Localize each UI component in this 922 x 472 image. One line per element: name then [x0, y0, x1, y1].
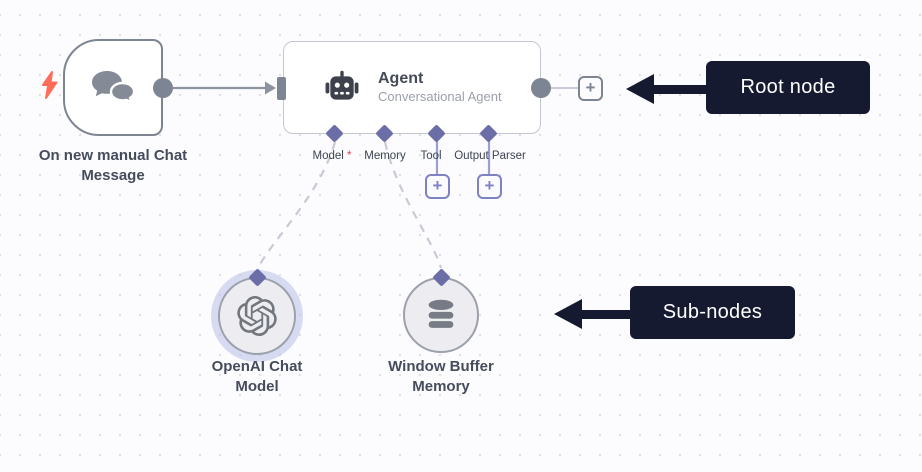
openai-node-label: OpenAI Chat Model — [211, 358, 303, 395]
port-label-model: Model * — [302, 150, 362, 162]
memory-node-label: Window Buffer Memory — [388, 358, 494, 395]
root-node-arrow-head — [626, 74, 654, 104]
root-node-arrow-shaft — [650, 84, 708, 94]
port-label-output-parser: Output Parser — [454, 150, 526, 162]
connection-arrowhead — [265, 81, 276, 95]
robot-icon — [322, 68, 362, 108]
sub-nodes-arrow-head — [554, 299, 582, 329]
agent-node[interactable]: Agent Conversational Agent — [283, 41, 541, 134]
connection-model-dashed[interactable] — [257, 141, 337, 269]
add-tool-button[interactable]: + — [425, 174, 450, 199]
root-node-callout: Root node — [706, 61, 870, 114]
agent-input-port[interactable] — [277, 77, 286, 100]
trigger-node-label: On new manual Chat Message — [38, 147, 188, 184]
agent-output-port[interactable] — [531, 78, 551, 98]
add-node-button[interactable]: + — [578, 76, 603, 101]
port-label-model-text: Model — [312, 150, 344, 162]
port-label-memory: Memory — [364, 150, 406, 162]
agent-node-title: Agent — [378, 70, 424, 88]
add-output-parser-button[interactable]: + — [477, 174, 502, 199]
openai-logo-icon — [237, 296, 277, 337]
trigger-output-port[interactable] — [153, 78, 173, 98]
sub-nodes-arrow-shaft — [578, 309, 632, 319]
agent-node-subtitle: Conversational Agent — [378, 89, 502, 105]
required-asterisk: * — [347, 150, 352, 162]
chat-bubbles-icon — [89, 67, 137, 109]
connection-memory-dashed[interactable] — [383, 141, 443, 269]
trigger-node[interactable] — [63, 39, 163, 136]
window-buffer-memory-node[interactable] — [403, 277, 479, 353]
port-label-tool: Tool — [420, 150, 442, 162]
sub-nodes-callout: Sub-nodes — [630, 286, 795, 339]
openai-chat-model-node[interactable] — [218, 277, 296, 355]
database-icon — [423, 297, 459, 333]
lightning-bolt-icon — [40, 71, 60, 101]
